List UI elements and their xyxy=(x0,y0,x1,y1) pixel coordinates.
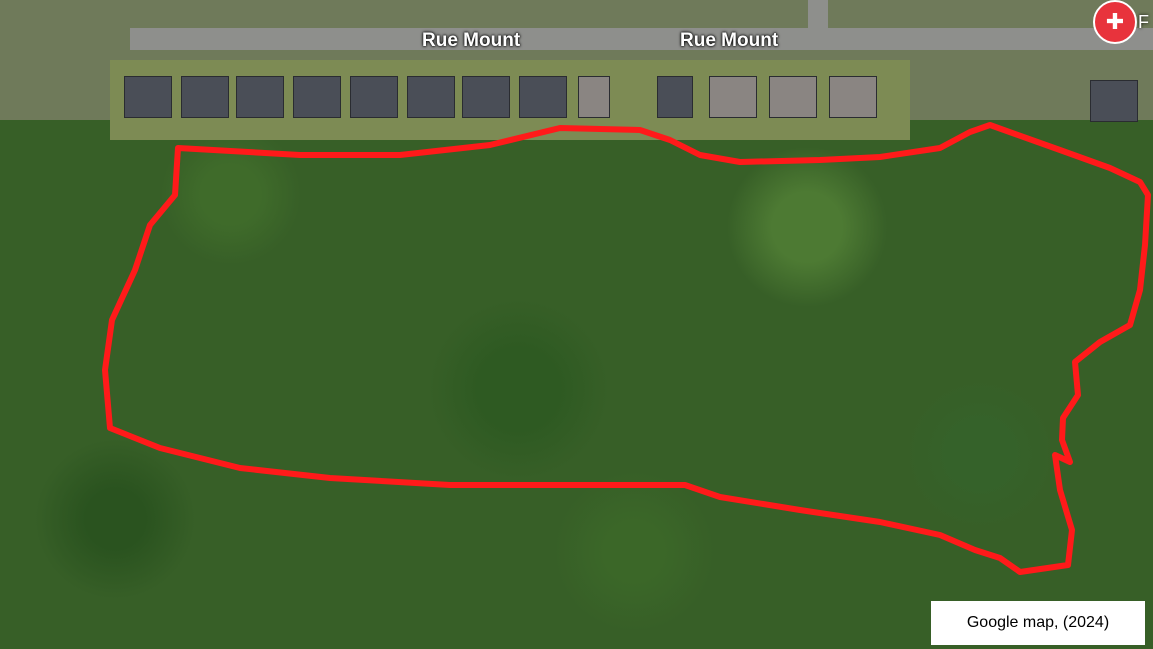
house-roof xyxy=(657,76,693,118)
side-road xyxy=(808,0,828,45)
house-roof xyxy=(181,76,229,118)
site-boundary-outline xyxy=(102,122,1151,575)
road-rue-mount xyxy=(130,28,1153,50)
house-roof xyxy=(829,76,877,118)
house-roof xyxy=(1090,80,1138,122)
house-roof xyxy=(519,76,567,118)
house-roof xyxy=(293,76,341,118)
health-cross-icon[interactable]: ✚ xyxy=(1093,0,1137,44)
house-roof xyxy=(350,76,398,118)
house-roof xyxy=(236,76,284,118)
house-roof xyxy=(407,76,455,118)
house-roof xyxy=(462,76,510,118)
map-attribution: Google map, (2024) xyxy=(931,601,1145,645)
road-label: Rue Mount xyxy=(422,30,521,51)
house-roof xyxy=(124,76,172,118)
house-roof xyxy=(769,76,817,118)
place-label: F xyxy=(1138,12,1149,32)
house-roof xyxy=(578,76,610,118)
house-roof xyxy=(709,76,757,118)
road-label: Rue Mount xyxy=(680,30,779,51)
